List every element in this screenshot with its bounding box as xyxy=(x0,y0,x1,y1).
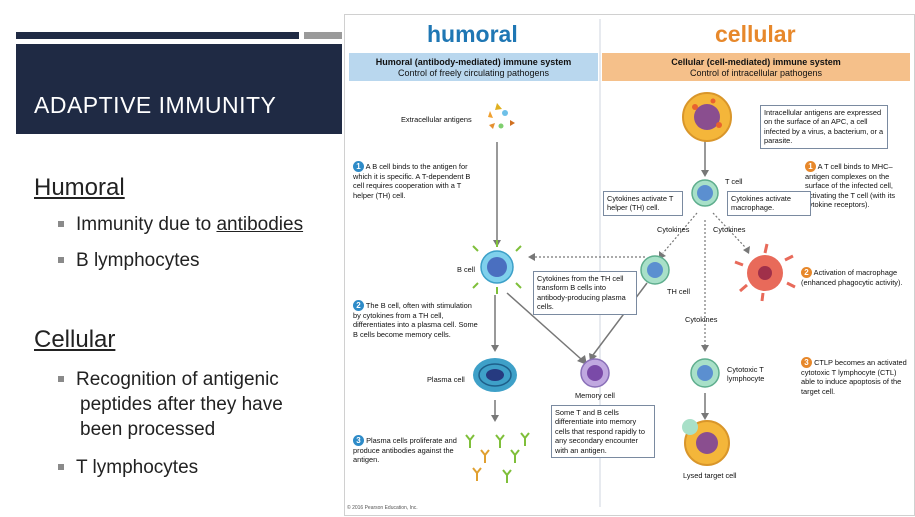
bullet-marker xyxy=(58,221,64,227)
bullet-marker xyxy=(58,257,64,263)
lysed-target-label: Lysed target cell xyxy=(683,471,737,480)
cellular-band xyxy=(602,53,910,81)
humoral-band-title: Humoral (antibody-mediated) immune syste… xyxy=(349,57,598,79)
arrow-th-to-memory xyxy=(592,282,648,356)
memory-cell-icon xyxy=(580,358,610,388)
humoral-tag: humoral xyxy=(427,21,518,47)
cellular-step-3: 3 CTLP becomes an activated cytotoxic T … xyxy=(801,357,909,396)
cellular-heading: Cellular xyxy=(34,326,116,353)
bullet-text: peptides after they have xyxy=(80,394,283,415)
cellular-band-line1: Cellular (cell-mediated) immune system xyxy=(671,57,841,67)
humoral-step-2: 2 The B cell, often with stimulation by … xyxy=(353,300,481,339)
copyright: © 2016 Pearson Education, Inc. xyxy=(347,505,418,511)
cytokines-label-left: Cytokines xyxy=(657,225,690,234)
cellular-tag: cellular xyxy=(715,21,796,47)
cellular-bullet-1: Recognition of antigenic peptides after … xyxy=(58,367,283,442)
th-cell-icon xyxy=(640,255,670,285)
cellular-band-title: Cellular (cell-mediated) immune system C… xyxy=(602,57,910,79)
step-number: 1 xyxy=(805,161,816,172)
cytokines-activate-th-box: Cytokines activate T helper (TH) cell. xyxy=(603,191,683,216)
plasma-cell-label: Plasma cell xyxy=(427,375,465,384)
memory-cell-label: Memory cell xyxy=(575,391,615,400)
extracellular-antigens-icon xyxy=(488,103,515,129)
step-number: 2 xyxy=(353,300,364,311)
cytokines-label-mid: Cytokines xyxy=(685,315,718,324)
macrophage-icon xyxy=(734,243,796,302)
cellular-band-line2: Control of intracellular pathogens xyxy=(689,68,823,78)
immune-system-figure: humoral cellular Humoral (antibody-media… xyxy=(344,14,915,516)
step-text: The B cell, often with stimulation by cy… xyxy=(353,301,478,339)
intracellular-antigens-box: Intracellular antigens are expressed on … xyxy=(760,105,888,149)
t-cell-icon xyxy=(691,179,719,207)
arrow-bcell-to-memory xyxy=(506,292,582,360)
bullet-marker xyxy=(58,376,64,382)
th-cell-label: TH cell xyxy=(667,287,690,296)
bullet-text: Recognition of antigenic xyxy=(76,369,279,390)
bullet-marker xyxy=(58,464,64,470)
lysed-target-cell-icon xyxy=(682,419,730,466)
step-text: Activation of macrophage (enhanced phago… xyxy=(801,268,903,287)
cellular-step-2: 2 Activation of macrophage (enhanced pha… xyxy=(801,267,909,287)
cytotoxic-t-icon xyxy=(690,358,720,388)
bullet-text: been processed xyxy=(80,419,216,440)
step-text: Plasma cells proliferate and produce ant… xyxy=(353,436,457,465)
cytokines-activate-mac-box: Cytokines activate macrophage. xyxy=(727,191,811,216)
humoral-bullet-1: Immunity due to antibodies xyxy=(58,212,303,237)
step-number: 1 xyxy=(353,161,364,172)
b-cell-label: B cell xyxy=(457,265,476,274)
step-number: 2 xyxy=(801,267,812,278)
step-text: A T cell binds to MHC–antigen complexes … xyxy=(805,162,896,210)
apc-infected-cell-icon xyxy=(682,92,732,142)
title-banner xyxy=(16,44,342,134)
step-text: A B cell binds to the antigen for which … xyxy=(353,162,471,200)
cytotoxic-t-label: Cytotoxic T lymphocyte xyxy=(727,365,765,384)
cellular-bullet-2: T lymphocytes xyxy=(58,455,198,480)
figure-graphics xyxy=(349,19,910,507)
step-number: 3 xyxy=(801,357,812,368)
bullet-text: T lymphocytes xyxy=(76,457,199,478)
arrow-cytokines-th xyxy=(662,212,698,254)
humoral-heading: Humoral xyxy=(34,174,125,201)
slide-title: ADAPTIVE IMMUNITY xyxy=(34,92,277,118)
humoral-bullet-2: B lymphocytes xyxy=(58,248,200,273)
bullet-text: B lymphocytes xyxy=(76,250,200,271)
humoral-step-1: 1 A B cell binds to the antigen for whic… xyxy=(353,161,478,200)
bullet-text: Immunity due to xyxy=(76,214,217,235)
extracellular-antigens-label: Extracellular antigens xyxy=(401,115,472,124)
b-cell-icon xyxy=(472,240,522,294)
title-accent-bar xyxy=(16,32,299,39)
plasma-cell-icon xyxy=(473,358,517,392)
step-text: CTLP becomes an activated cytotoxic T ly… xyxy=(801,358,907,396)
humoral-band-line1: Humoral (antibody-mediated) immune syste… xyxy=(375,57,572,67)
antibodies-link[interactable]: antibodies xyxy=(216,214,304,235)
t-cell-label: T cell xyxy=(725,177,743,186)
step-number: 3 xyxy=(353,435,364,446)
humoral-band-line2: Control of freely circulating pathogens xyxy=(397,68,550,78)
cytokines-th-box: Cytokines from the TH cell transform B c… xyxy=(533,271,637,315)
cellular-step-1: 1 A T cell binds to MHC–antigen complexe… xyxy=(805,161,909,210)
memory-cell-box: Some T and B cells differentiate into me… xyxy=(551,405,655,459)
humoral-step-3: 3 Plasma cells proliferate and produce a… xyxy=(353,435,461,465)
cytokines-label-right: Cytokines xyxy=(713,225,746,234)
humoral-band xyxy=(349,53,598,81)
title-accent-bar-grey xyxy=(304,32,342,39)
antibodies-icon xyxy=(465,432,530,483)
